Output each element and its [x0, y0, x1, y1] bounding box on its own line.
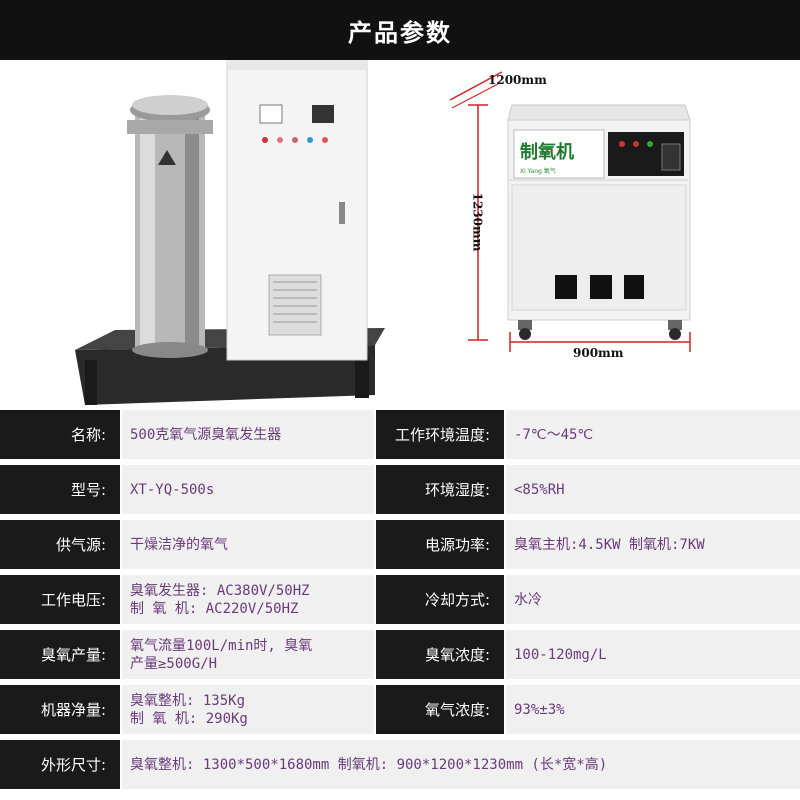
- spec-key: 外形尺寸:: [0, 740, 120, 789]
- spec-row: 机器净量: 臭氧整机: 135Kg 制 氧 机: 290Kg 氧气浓度: 93%…: [0, 685, 800, 740]
- spec-key: 工作电压:: [0, 575, 120, 624]
- dimension-height-label: 1230mm: [470, 192, 485, 252]
- dimension-bottom-label: 900mm: [573, 346, 624, 360]
- spec-value: 氧气流量100L/min时, 臭氧 产量≥500G/H: [122, 630, 374, 679]
- spec-key: 氧气浓度:: [376, 685, 504, 734]
- spec-key: 机器净量:: [0, 685, 120, 734]
- oxygen-machine-image: 制氧机 Xi Yang 氧气: [449, 71, 691, 352]
- spec-key: 工作环境温度:: [376, 410, 504, 459]
- spec-key: 电源功率:: [376, 520, 504, 569]
- page-title: 产品参数: [348, 18, 452, 47]
- spec-row: 工作电压: 臭氧发生器: AC380V/50HZ 制 氧 机: AC220V/5…: [0, 575, 800, 630]
- spec-value: 100-120mg/L: [506, 630, 800, 679]
- dimension-width-label: 1200mm: [488, 73, 547, 87]
- spec-row: 外形尺寸: 臭氧整机: 1300*500*1680mm 制氧机: 900*120…: [0, 740, 800, 795]
- spec-value-line: 制 氧 机: 290Kg: [130, 710, 248, 727]
- spec-key: 型号:: [0, 465, 120, 514]
- spec-value-line: 氧气流量100L/min时, 臭氧: [130, 637, 313, 654]
- svg-text:Xi Yang 氧气: Xi Yang 氧气: [520, 167, 556, 175]
- spec-value: -7℃～45℃: [506, 410, 800, 459]
- spec-key: 名称:: [0, 410, 120, 459]
- spec-key: 臭氧产量:: [0, 630, 120, 679]
- spec-key: 冷却方式:: [376, 575, 504, 624]
- spec-row: 型号: XT-YQ-500s 环境湿度: <85%RH: [0, 465, 800, 520]
- page-header: 产品参数: [0, 0, 800, 60]
- spec-value-line: 臭氧整机: 135Kg: [130, 692, 246, 709]
- svg-text:制氧机: 制氧机: [520, 141, 574, 163]
- spec-table: 名称: 500克氧气源臭氧发生器 工作环境温度: -7℃～45℃ 型号: XT-…: [0, 410, 800, 800]
- ozone-generator-image: [75, 60, 385, 405]
- spec-value: 水冷: [506, 575, 800, 624]
- spec-value: <85%RH: [506, 465, 800, 514]
- spec-value: 干燥洁净的氧气: [122, 520, 374, 569]
- spec-value-line: 制 氧 机: AC220V/50HZ: [130, 600, 299, 617]
- spec-value: 臭氧主机:4.5KW 制氧机:7KW: [506, 520, 800, 569]
- spec-row: 臭氧产量: 氧气流量100L/min时, 臭氧 产量≥500G/H 臭氧浓度: …: [0, 630, 800, 685]
- spec-key: 供气源:: [0, 520, 120, 569]
- spec-key: 臭氧浓度:: [376, 630, 504, 679]
- spec-key: 环境湿度:: [376, 465, 504, 514]
- spec-value: XT-YQ-500s: [122, 465, 374, 514]
- product-photos: 制氧机 Xi Yang 氧气 1200mm 1230mm 900mm: [0, 60, 800, 410]
- spec-row: 供气源: 干燥洁净的氧气 电源功率: 臭氧主机:4.5KW 制氧机:7KW: [0, 520, 800, 575]
- spec-value-line: 产量≥500G/H: [130, 655, 218, 672]
- spec-value-line: 臭氧发生器: AC380V/50HZ: [130, 582, 310, 599]
- spec-value: 臭氧整机: 135Kg 制 氧 机: 290Kg: [122, 685, 374, 734]
- spec-value: 臭氧发生器: AC380V/50HZ 制 氧 机: AC220V/50HZ: [122, 575, 374, 624]
- spec-value: 500克氧气源臭氧发生器: [122, 410, 374, 459]
- spec-value: 臭氧整机: 1300*500*1680mm 制氧机: 900*1200*1230…: [122, 740, 800, 789]
- spec-row: 名称: 500克氧气源臭氧发生器 工作环境温度: -7℃～45℃: [0, 410, 800, 465]
- spec-value: 93%±3%: [506, 685, 800, 734]
